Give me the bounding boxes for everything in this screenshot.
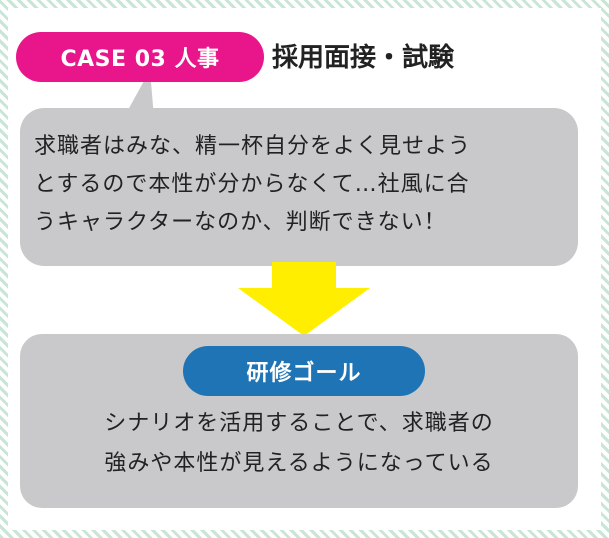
goal-line: シナリオを活用することで、求職者の — [104, 411, 494, 436]
problem-line: うキャラクターなのか、判断できない！ — [34, 210, 447, 235]
goal-label: 研修ゴール — [183, 346, 425, 396]
goal-statement: シナリオを活用することで、求職者の 強みや本性が見えるようになっている — [20, 404, 578, 484]
problem-statement: 求職者はみな、精一杯自分をよく見せよう とするので本性が分からなくて…社風に合 … — [34, 128, 564, 242]
speech-bubble-body — [20, 108, 578, 266]
down-arrow-icon — [238, 262, 370, 336]
case-badge: CASE 03 人事 — [16, 32, 264, 82]
problem-line: とするので本性が分からなくて…社風に合 — [34, 172, 470, 197]
case-title: 採用面接・試験 — [272, 43, 455, 73]
problem-line: 求職者はみな、精一杯自分をよく見せよう — [34, 134, 472, 159]
speech-bubble-tail — [128, 70, 154, 118]
goal-line: 強みや本性が見えるようになっている — [104, 451, 494, 476]
